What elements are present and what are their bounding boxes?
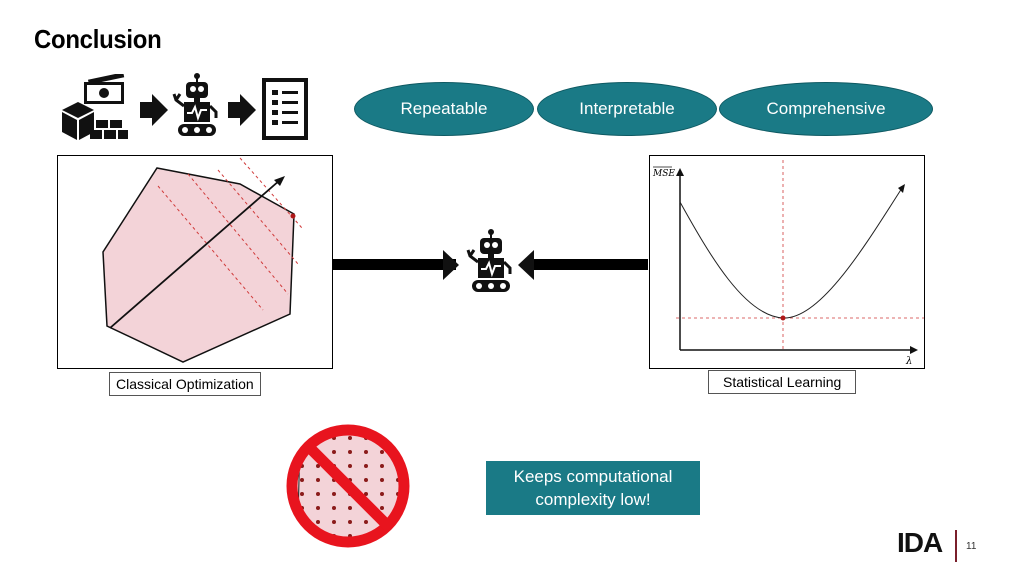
logo-divider: [955, 530, 957, 562]
right-connector-bar: [532, 259, 648, 270]
pill-repeatable: Repeatable: [354, 82, 534, 136]
x-axis-label: λ: [905, 356, 912, 367]
callout-complexity: Keeps computational complexity low!: [486, 461, 700, 515]
callout-line-1: Keeps computational: [513, 467, 673, 486]
right-arrow-icon: [228, 94, 256, 126]
mse-curve: [679, 187, 903, 319]
right-arrowhead-icon: [443, 250, 459, 280]
checklist-icon: [262, 78, 308, 140]
caption-statistical-learning: Statistical Learning: [708, 370, 857, 394]
page-number: 11: [966, 541, 977, 552]
left-connector-bar: [332, 259, 456, 270]
pill-interpretable: Interpretable: [537, 82, 717, 136]
optimal-vertex: [290, 213, 296, 219]
robot-icon: [466, 228, 516, 294]
objective-contours: [157, 157, 303, 311]
pill-comprehensive: Comprehensive: [719, 82, 933, 136]
optimization-polygon-panel: [57, 155, 333, 369]
slide-title: Conclusion: [34, 24, 162, 54]
mse-curve-panel: MSE λ: [649, 155, 925, 369]
callout-line-2: complexity low!: [535, 490, 651, 509]
prohibited-enumeration-icon: [280, 420, 420, 552]
y-axis-label: MSE: [652, 169, 675, 179]
mse-lambda-plot: MSE λ: [652, 160, 924, 367]
right-arrow-icon: [140, 94, 168, 126]
minimum-point: [780, 315, 786, 321]
ida-logo: IDA: [897, 527, 943, 558]
feasible-polygon: [102, 167, 295, 363]
feasible-region-diagram: [102, 157, 303, 363]
inputs-boxes-money-icon: [58, 74, 130, 144]
left-arrowhead-icon: [518, 250, 534, 280]
gradient-arrow: [109, 179, 281, 329]
robot-icon: [172, 72, 222, 138]
caption-classical-optimization: Classical Optimization: [109, 372, 261, 396]
